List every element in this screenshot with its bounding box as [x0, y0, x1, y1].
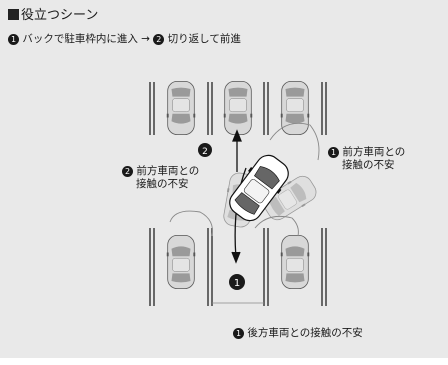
label-rear: 1 後方車両との接触の不安 [233, 327, 363, 340]
label-front-right-number-icon: 1 [328, 147, 339, 158]
parked-car-bottom-1 [166, 234, 196, 290]
top-row-cars [166, 80, 310, 136]
heading-square-icon [8, 9, 19, 20]
parked-car-top-2 [223, 80, 253, 136]
top-row-lines [149, 82, 327, 135]
label-front-right-line2: 接触の不安 [342, 159, 395, 171]
caption: 1 バックで駐車枠内に進入 → 2 切り返して前進 [8, 32, 241, 46]
parked-car-bottom-2 [280, 234, 310, 290]
marker-1-text: 1 [234, 278, 240, 289]
forward-arrow [232, 129, 242, 172]
step2-text: 切り返して前進 [167, 33, 241, 45]
label-front-left-number-icon: 2 [122, 166, 133, 177]
parked-car-top-1 [166, 80, 196, 136]
heading: 役立つシーン [8, 8, 98, 24]
step1-text: バックで駐車枠内に進入 → [22, 33, 150, 45]
label-front-left-line2: 接触の不安 [136, 178, 189, 190]
label-front-right: 1 前方車両との 接触の不安 [328, 146, 405, 172]
heading-text: 役立つシーン [21, 8, 99, 23]
bottom-row-lines [149, 228, 327, 306]
label-front-left: 2 前方車両との 接触の不安 [122, 165, 199, 191]
label-front-right-line1: 前方車両との [342, 146, 406, 158]
label-rear-text: 後方車両との接触の不安 [247, 327, 363, 339]
marker-2-badge: 2 [198, 143, 212, 157]
step1-number-icon: 1 [8, 34, 19, 45]
marker-2-text: 2 [202, 147, 208, 157]
main-car [229, 154, 289, 222]
label-front-left-line1: 前方車両との [136, 165, 200, 177]
marker-1-badge: 1 [229, 274, 245, 290]
label-rear-number-icon: 1 [233, 328, 244, 339]
contact-zones [169, 122, 320, 237]
step2-number-icon: 2 [153, 34, 165, 45]
